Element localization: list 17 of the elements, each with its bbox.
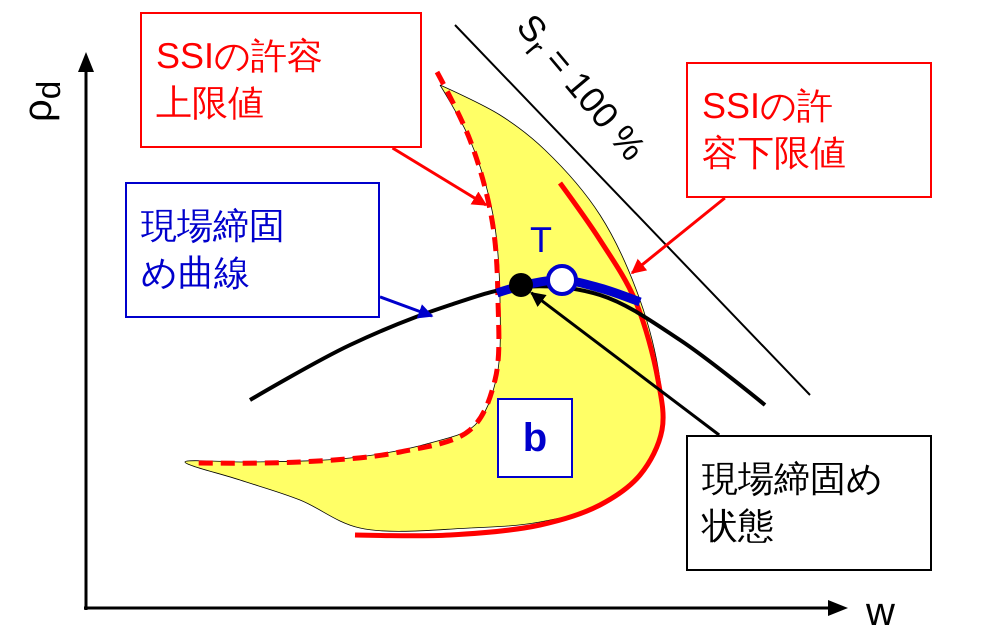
callout-text: b [522, 415, 548, 462]
leader-arrow [392, 146, 488, 206]
callout-text: 現場締固め曲線 [141, 204, 286, 295]
lower-limit-callout [686, 62, 932, 198]
lower-limit-curve [354, 182, 666, 538]
point-label: T [530, 222, 552, 258]
callout-text: 現場締固め状態 [702, 457, 884, 548]
callout-text: SSIの許容上限値 [156, 34, 324, 125]
callout-text: SSIの許容下限値 [702, 84, 847, 175]
upper-limit-callout [140, 12, 422, 148]
compaction-curve [248, 284, 766, 407]
leader-arrow [530, 292, 720, 436]
curve-callout [125, 182, 380, 318]
leader-arrow [630, 196, 726, 274]
leader-arrow [379, 295, 434, 318]
state-callout [686, 435, 932, 571]
axis-label: w [866, 592, 895, 632]
